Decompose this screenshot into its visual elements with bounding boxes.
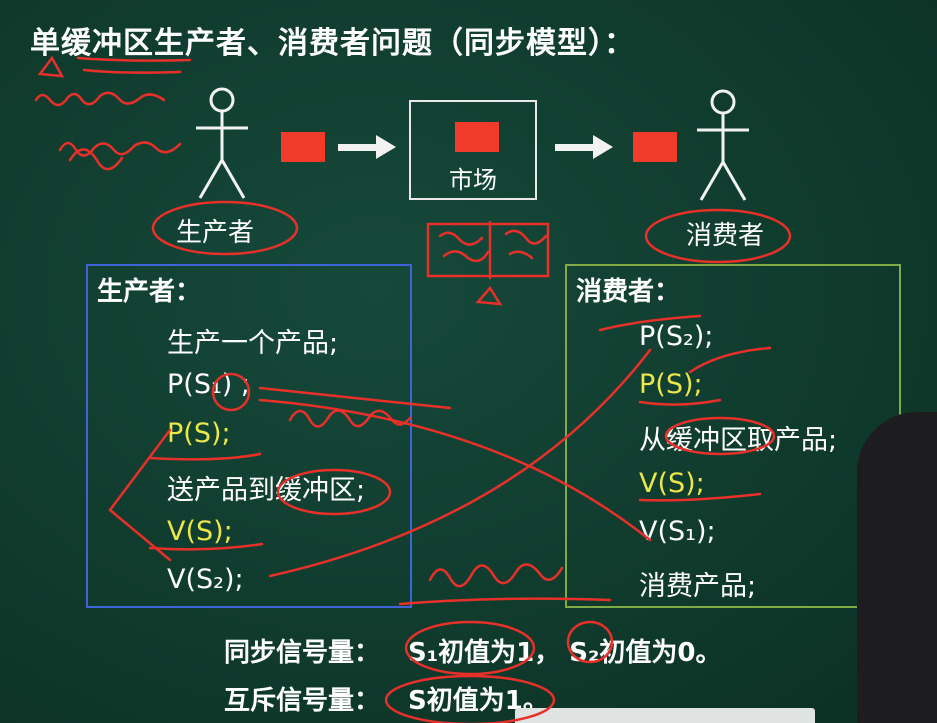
market-product <box>455 122 499 152</box>
page-title: 单缓冲区生产者、消费者问题（同步模型）： <box>30 26 635 61</box>
consumer-line: 消费产品; <box>639 571 757 602</box>
producer-line: 生产一个产品; <box>167 328 339 359</box>
consumer-label: 消费者 <box>686 221 765 251</box>
sync-semaphore-label: 同步信号量： <box>224 638 381 668</box>
producer-line: V(S); <box>167 516 233 547</box>
producer-panel-title: 生产者： <box>97 277 202 307</box>
market-box: 市场 <box>409 100 537 200</box>
consumer-line: P(S); <box>639 369 703 400</box>
video-toolbar[interactable] <box>515 708 815 723</box>
producer-label: 生产者 <box>176 218 255 248</box>
producer-line: V(S₂); <box>167 564 244 595</box>
arrow-right-icon <box>338 135 396 159</box>
product-box-right <box>633 132 677 162</box>
producer-line: 送产品到缓冲区; <box>167 475 366 506</box>
consumer-line: P(S₂); <box>639 321 714 352</box>
producer-line: P(S); <box>167 418 231 449</box>
producer-line: P(S₁) ; <box>167 369 250 400</box>
sync-semaphore-value: S₁初值为1， S₂初值为0。 <box>408 638 722 668</box>
market-label: 市场 <box>449 166 497 194</box>
lecturer-silhouette <box>857 412 937 723</box>
consumer-line: V(S); <box>639 468 705 499</box>
producer-panel <box>86 264 412 608</box>
mutex-semaphore-label: 互斥信号量： <box>224 686 381 716</box>
consumer-panel-title: 消费者： <box>576 277 681 307</box>
consumer-line: V(S₁); <box>639 516 716 547</box>
product-box-left <box>281 132 325 162</box>
arrow-right-icon <box>555 135 613 159</box>
consumer-line: 从缓冲区取产品; <box>639 425 838 456</box>
